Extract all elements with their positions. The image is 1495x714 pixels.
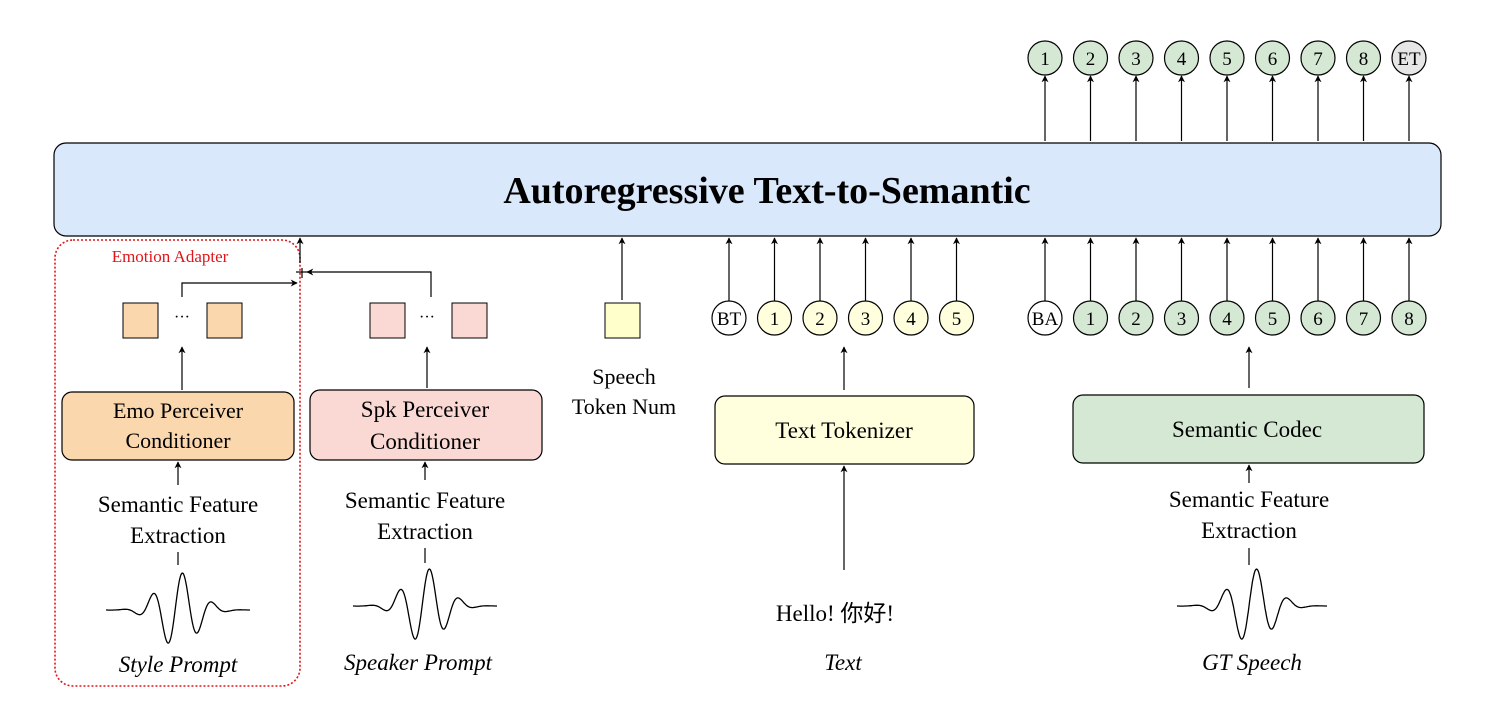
speech-token-num-line2: Token Num — [572, 394, 676, 419]
gt-token-label-7: 7 — [1359, 309, 1369, 330]
output-token-circle-0 — [1027, 40, 1063, 76]
gt-token-label-5: 5 — [1268, 309, 1278, 330]
text-tokenizer-label: Text Tokenizer — [775, 418, 913, 443]
output-token-label-1: 2 — [1086, 49, 1096, 70]
spk-conditioner-line2: Conditioner — [370, 429, 480, 454]
main-title: Autoregressive Text-to-Semantic — [503, 170, 1030, 212]
speech-token-num-square — [604, 302, 641, 339]
semantic-codec-box — [1072, 394, 1425, 464]
text-token-label-0: BT — [717, 309, 742, 330]
output-token-circle-8 — [1391, 40, 1427, 76]
emo-token-square-2 — [206, 302, 243, 339]
spk-ellipsis: ··· — [419, 309, 435, 326]
speaker-prompt-caption: Speaker Prompt — [344, 650, 493, 675]
text-token-label-4: 4 — [906, 309, 916, 330]
gt-token-label-8: 8 — [1404, 309, 1414, 330]
gt-token-label-3: 3 — [1177, 309, 1187, 330]
output-token-label-5: 6 — [1268, 49, 1278, 70]
output-token-circle-4 — [1209, 40, 1245, 76]
output-token-label-7: 8 — [1359, 49, 1369, 70]
output-token-label-6: 7 — [1313, 49, 1323, 70]
spk-token-square-2 — [451, 302, 488, 339]
gt-speech-waveform-icon — [1177, 568, 1327, 640]
output-token-circle-1 — [1072, 40, 1109, 76]
gt-token-label-2: 2 — [1131, 309, 1141, 330]
connector-arrows — [174, 237, 1253, 570]
text-token-label-1: 1 — [770, 309, 780, 330]
output-token-label-2: 3 — [1131, 49, 1141, 70]
emo-extraction-line1: Semantic Feature — [98, 492, 258, 517]
gt-extraction-line2: Extraction — [1201, 518, 1297, 543]
speaker-prompt-waveform-icon — [353, 568, 497, 640]
text-caption: Text — [824, 650, 862, 675]
text-tokenizer-box — [714, 395, 975, 465]
gt-token-label-6: 6 — [1313, 309, 1323, 330]
emo-ellipsis: ··· — [174, 309, 190, 326]
text-token-row: BT 1 2 3 4 5 — [711, 237, 975, 336]
style-prompt-caption: Style Prompt — [119, 652, 238, 677]
text-token-label-5: 5 — [952, 309, 962, 330]
waveform-icon — [106, 568, 1327, 644]
spk-perceiver-conditioner — [309, 389, 543, 461]
output-token-label-0: 1 — [1040, 49, 1050, 70]
output-token-label-8: ET — [1397, 49, 1421, 70]
spk-conditioner-line1: Spk Perceiver — [361, 397, 490, 422]
gt-token-label-4: 4 — [1222, 309, 1232, 330]
output-token-row: 1 2 3 4 5 6 7 8 ET — [1027, 40, 1427, 141]
output-token-circle-3 — [1163, 40, 1200, 76]
output-token-label-3: 4 — [1177, 49, 1187, 70]
output-token-circle-2 — [1118, 40, 1154, 76]
spk-extraction-line1: Semantic Feature — [345, 488, 505, 513]
emo-perceiver-conditioner — [61, 391, 295, 461]
semantic-codec-label: Semantic Codec — [1172, 417, 1322, 442]
spk-extraction-line2: Extraction — [377, 519, 473, 544]
output-token-circle-7 — [1345, 40, 1382, 76]
emo-extraction-line2: Extraction — [130, 523, 226, 548]
gt-token-label-0: BA — [1032, 309, 1059, 330]
gt-token-label-1: 1 — [1086, 309, 1096, 330]
emo-token-square-1 — [122, 302, 159, 339]
style-prompt-waveform-icon — [106, 572, 250, 644]
emo-conditioner-line2: Conditioner — [125, 428, 231, 453]
gt-token-row: BA 1 2 3 4 5 6 7 8 — [1027, 237, 1427, 336]
spk-token-square-1 — [369, 302, 406, 339]
main-block — [53, 142, 1442, 237]
gt-extraction-line1: Semantic Feature — [1169, 487, 1329, 512]
emo-conditioner-line1: Emo Perceiver — [113, 398, 244, 423]
speech-token-num-line1: Speech — [592, 364, 656, 389]
emotion-adapter-frame — [54, 239, 301, 687]
output-token-label-4: 5 — [1222, 49, 1232, 70]
text-token-label-3: 3 — [861, 309, 871, 330]
emotion-adapter-label: Emotion Adapter — [112, 247, 229, 266]
output-token-circle-6 — [1300, 40, 1336, 76]
gt-speech-caption: GT Speech — [1202, 650, 1302, 675]
text-token-label-2: 2 — [815, 309, 825, 330]
output-token-circle-5 — [1254, 40, 1291, 76]
text-input-sample: Hello! 你好! — [776, 601, 894, 626]
